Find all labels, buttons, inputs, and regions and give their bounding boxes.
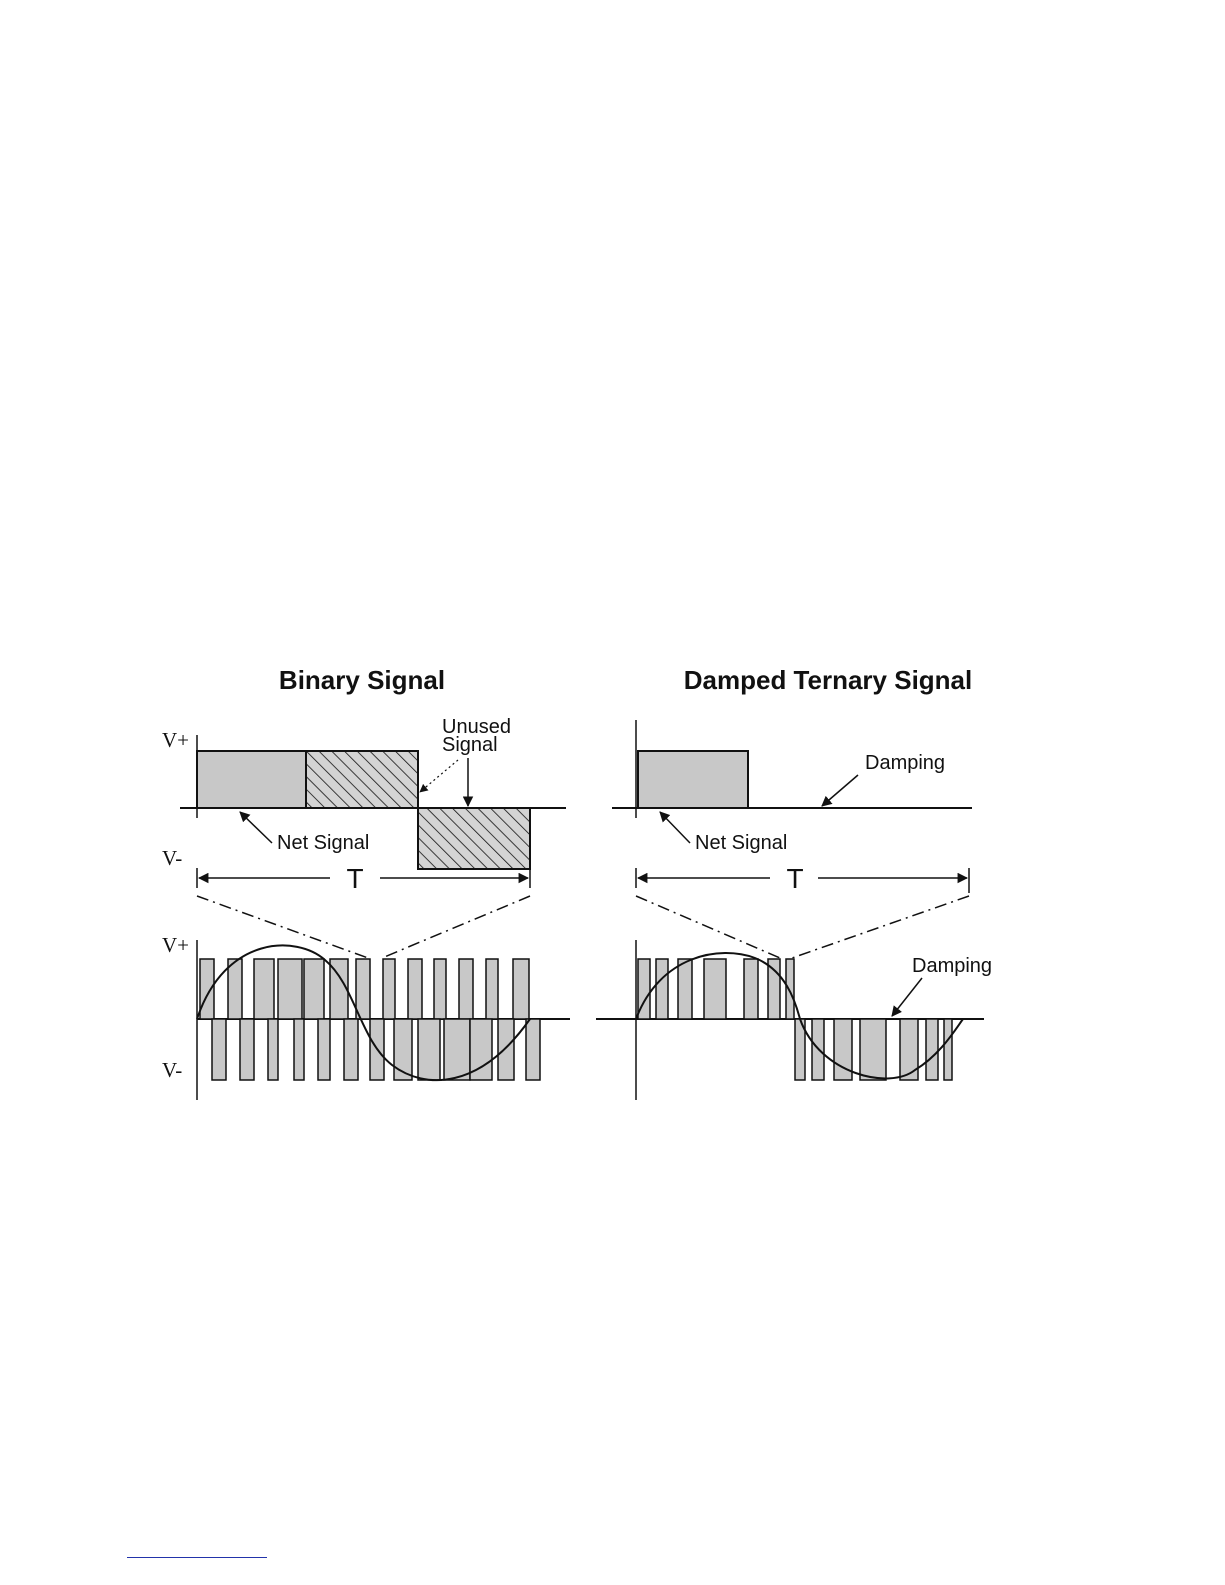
ternary-positive-pulse [678, 959, 692, 1019]
binary-positive-pulse [434, 959, 446, 1019]
ternary-positive-pulse [656, 959, 668, 1019]
binary-bottom-v-plus-label: V+ [162, 933, 189, 957]
ternary-damping-top-arrow [822, 775, 858, 806]
binary-negative-pulse [318, 1019, 330, 1080]
binary-net-signal-arrow [240, 812, 272, 843]
binary-positive-pulse [356, 959, 370, 1019]
binary-negative-pulse [498, 1019, 514, 1080]
binary-positive-pulse [459, 959, 473, 1019]
binary-negative-pulse [526, 1019, 540, 1080]
ternary-negative-pulse [860, 1019, 886, 1080]
ternary-pulses [638, 959, 952, 1080]
ternary-positive-pulse [768, 959, 780, 1019]
binary-net-signal-block [197, 751, 306, 808]
binary-net-signal-label: Net Signal [277, 832, 369, 854]
binary-positive-pulse [278, 959, 302, 1019]
binary-period-label: T [346, 863, 363, 894]
ternary-net-signal-block [638, 751, 748, 808]
ternary-title: Damped Ternary Signal [684, 665, 973, 695]
ternary-period-label: T [786, 863, 803, 894]
footer-rule [127, 1557, 267, 1558]
binary-v-minus-label: V- [162, 846, 182, 870]
binary-positive-pulse [254, 959, 274, 1019]
binary-bottom-v-minus-label: V- [162, 1058, 182, 1082]
binary-top-waveform: V+ V- Unused Signal Net Signal T [162, 716, 566, 958]
binary-unused-positive-block [306, 751, 418, 808]
ternary-zoom-line-right [792, 896, 969, 958]
ternary-positive-pulse [786, 959, 794, 1019]
binary-title: Binary Signal [279, 665, 445, 695]
binary-unused-label-line2: Signal [442, 734, 498, 756]
ternary-bottom-waveform: Damping [596, 940, 992, 1100]
binary-negative-pulse [418, 1019, 440, 1080]
binary-panel: Binary Signal V+ V- Unused Signal Net Si… [162, 665, 570, 1100]
binary-positive-pulse [383, 959, 395, 1019]
binary-positive-pulse [486, 959, 498, 1019]
ternary-damping-top-label: Damping [865, 752, 945, 774]
binary-bottom-waveform: V+ V- [162, 933, 570, 1100]
binary-positive-pulse [304, 959, 324, 1019]
binary-negative-pulse [268, 1019, 278, 1080]
binary-zoom-line-left [197, 896, 368, 958]
binary-negative-pulse [344, 1019, 358, 1080]
ternary-positive-pulse [744, 959, 758, 1019]
ternary-damping-bottom-arrow [892, 978, 922, 1016]
ternary-net-signal-label: Net Signal [695, 832, 787, 854]
ternary-panel: Damped Ternary Signal Damping Net Signal… [596, 665, 992, 1100]
ternary-positive-pulse [704, 959, 726, 1019]
binary-negative-pulse [240, 1019, 254, 1080]
ternary-top-waveform: Damping Net Signal T [612, 720, 972, 958]
binary-positive-pulse [228, 959, 242, 1019]
binary-positive-pulse [408, 959, 422, 1019]
binary-negative-pulse [444, 1019, 470, 1080]
binary-unused-dotted-leader [420, 760, 458, 792]
ternary-damping-bottom-label: Damping [912, 955, 992, 977]
binary-zoom-line-right [382, 896, 530, 958]
ternary-negative-pulse [926, 1019, 938, 1080]
ternary-net-signal-arrow [660, 812, 690, 843]
binary-negative-pulse [212, 1019, 226, 1080]
binary-positive-pulse [513, 959, 529, 1019]
ternary-zoom-line-left [636, 896, 780, 958]
binary-v-plus-label: V+ [162, 728, 189, 752]
binary-negative-pulse [294, 1019, 304, 1080]
ternary-negative-pulse [944, 1019, 952, 1080]
binary-unused-negative-block [418, 808, 530, 869]
